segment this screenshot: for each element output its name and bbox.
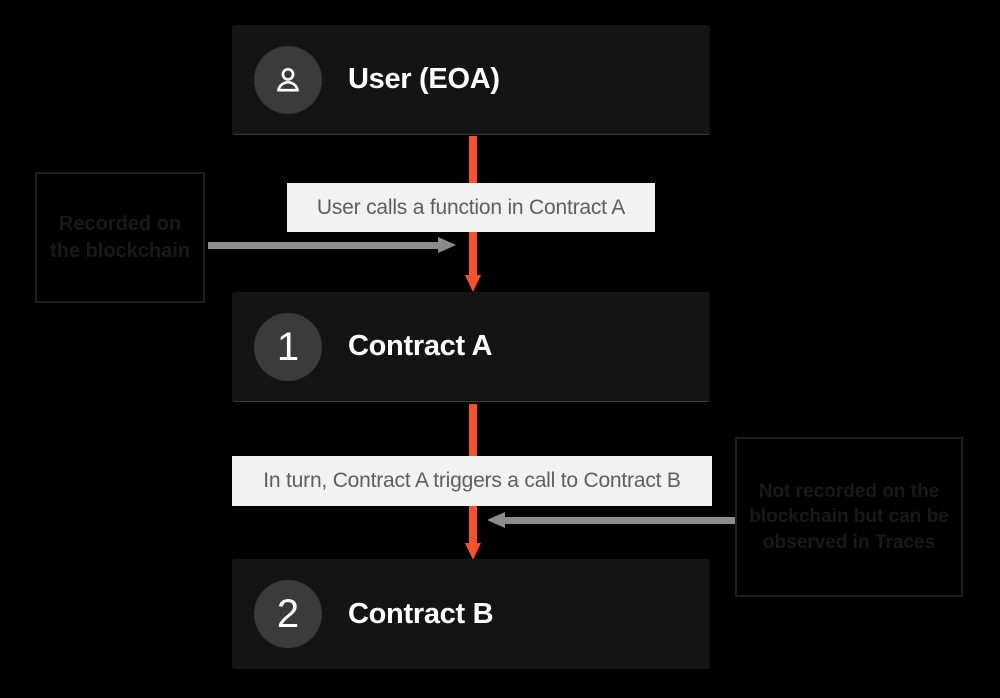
node-label: User (EOA) <box>348 63 500 95</box>
flow-arrow-step2-to-contract-b <box>465 506 481 561</box>
arrow-head-right-icon <box>438 237 456 253</box>
arrow-shaft <box>504 517 735 524</box>
flow-arrow-user-to-step1 <box>465 136 481 184</box>
arrow-shaft <box>469 404 477 456</box>
step-number-badge: 2 <box>254 580 322 648</box>
step-number: 2 <box>276 592 300 636</box>
annotation-right: Not recorded on the blockchain but can b… <box>735 437 963 597</box>
step-label-2: In turn, Contract A triggers a call to C… <box>232 456 712 506</box>
node-contract-a[interactable]: 1 Contract A <box>232 292 710 402</box>
annotation-left: Recorded on the blockchain <box>35 172 205 303</box>
annotation-pointer-left-icon <box>487 512 735 528</box>
person-icon <box>271 63 305 97</box>
arrow-shaft <box>208 242 439 249</box>
step-number: 1 <box>276 324 300 369</box>
node-contract-b[interactable]: 2 Contract B <box>232 559 710 669</box>
arrow-head-down-icon <box>465 543 481 560</box>
node-label: Contract A <box>348 330 493 362</box>
annotation-pointer-right-icon <box>208 237 456 253</box>
arrow-head-down-icon <box>465 275 481 292</box>
arrow-shaft <box>469 232 477 276</box>
node-label: Contract B <box>348 597 494 630</box>
step-number-badge: 1 <box>254 312 322 381</box>
flow-arrow-step1-to-contract-a <box>465 232 481 292</box>
arrow-shaft <box>469 136 477 184</box>
arrow-head-left-icon <box>487 512 505 528</box>
arrow-shaft <box>469 506 477 544</box>
step-label-1: User calls a function in Contract A <box>287 183 655 232</box>
node-user-eoa[interactable]: User (EOA) <box>232 25 710 135</box>
user-avatar <box>254 45 322 114</box>
flow-arrow-contract-a-to-step2 <box>465 404 481 456</box>
